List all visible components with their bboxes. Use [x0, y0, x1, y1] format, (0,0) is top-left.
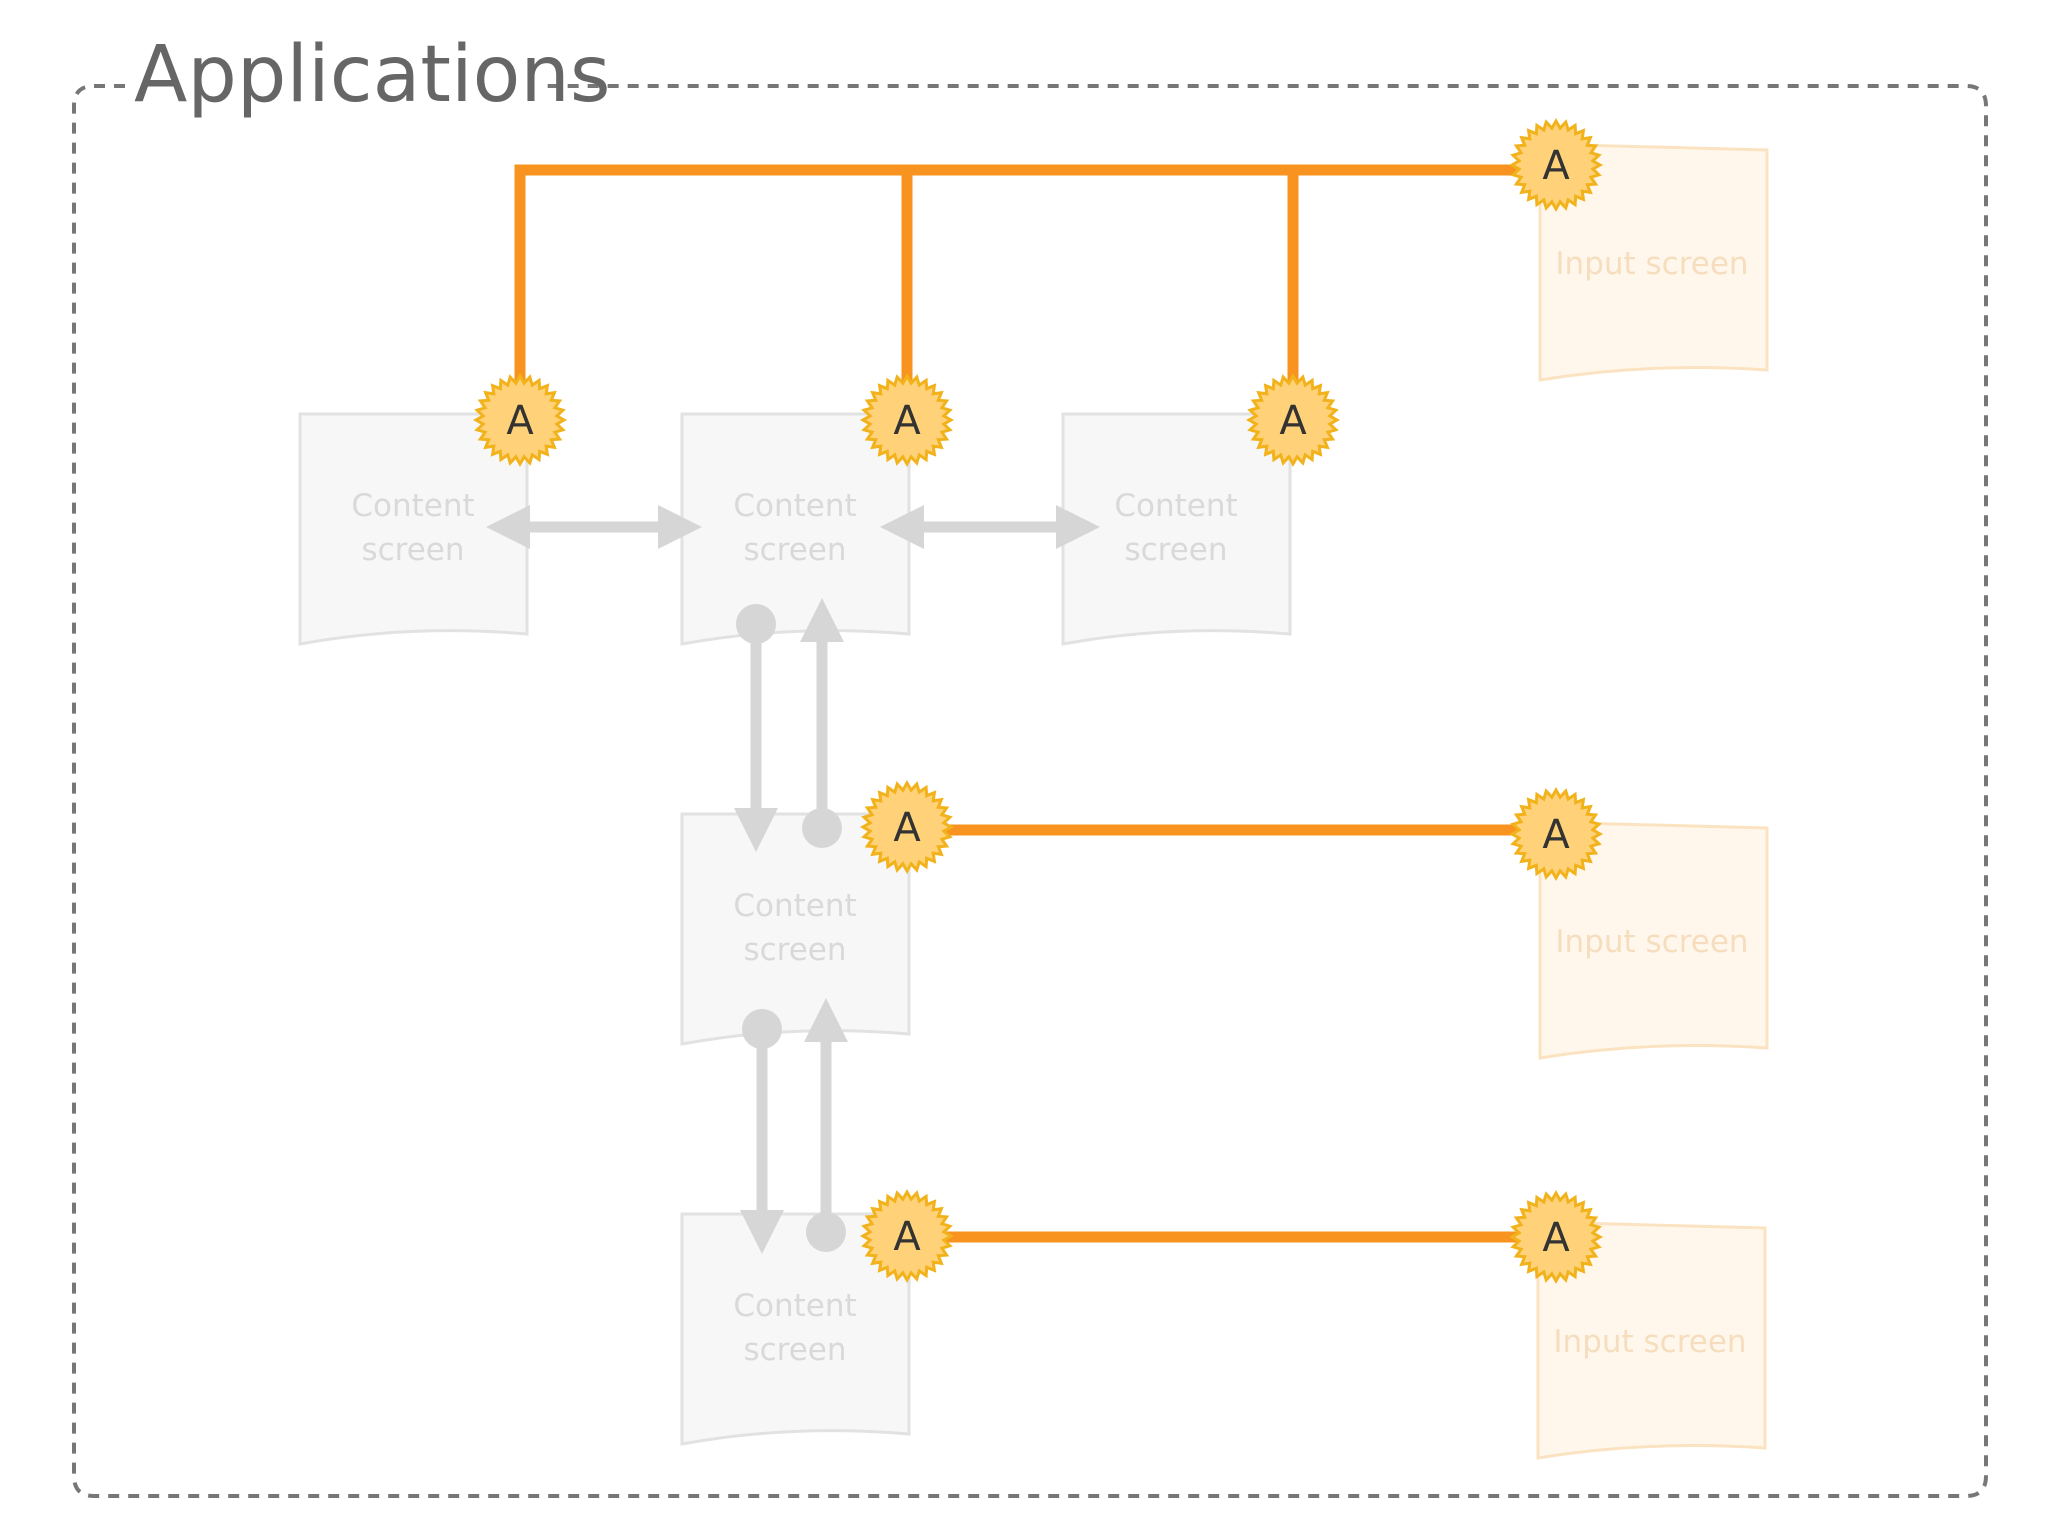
input-screen-sheet — [1538, 142, 1769, 382]
content-screen: Content screen — [680, 412, 911, 646]
action-badge: A — [859, 1188, 955, 1284]
content-screen-sheet — [1061, 412, 1292, 646]
input-screen: Input screen — [1536, 1220, 1767, 1460]
badge-label: A — [1542, 812, 1570, 858]
content-screen-line1: Content — [351, 488, 474, 524]
badge-starburst — [859, 779, 955, 875]
badge-starburst — [1245, 372, 1341, 468]
connector-top-bus — [514, 164, 1548, 382]
content-screen-sheet — [680, 812, 911, 1046]
badge-label: A — [893, 398, 921, 444]
content-screen: Content screen — [680, 812, 911, 1046]
content-screen-line2: screen — [743, 932, 846, 968]
content-screen: Content screen — [1061, 412, 1292, 646]
action-badge: A — [1245, 372, 1341, 468]
input-screen-label: Input screen — [1555, 924, 1748, 960]
badge-label: A — [893, 805, 921, 851]
input-screen: Input screen — [1538, 820, 1769, 1060]
nav-arrow-origin-dot — [736, 604, 776, 644]
badge-label: A — [893, 1214, 921, 1260]
nav-arrow-origin-dot — [802, 808, 842, 848]
badge-starburst — [859, 372, 955, 468]
content-screen-line1: Content — [733, 1288, 856, 1324]
badge-starburst — [859, 1188, 955, 1284]
action-badge: A — [1508, 1189, 1604, 1285]
badge-starburst — [1508, 786, 1604, 882]
content-screen: Content screen — [680, 1212, 911, 1446]
action-badge: A — [472, 372, 568, 468]
content-screen-line1: Content — [1114, 488, 1237, 524]
nav-arrow-origin-dot — [806, 1212, 846, 1252]
applications-frame — [72, 84, 1988, 1498]
content-screen-line2: screen — [1124, 532, 1227, 568]
input-screen-label: Input screen — [1555, 246, 1748, 282]
badge-label: A — [1542, 1215, 1570, 1261]
badge-label: A — [1542, 143, 1570, 189]
content-screen: Content screen — [298, 412, 529, 646]
content-screen-line2: screen — [743, 532, 846, 568]
action-badge: A — [859, 372, 955, 468]
nav-arrow-origin-dot — [742, 1009, 782, 1049]
input-screen: Input screen — [1538, 142, 1769, 382]
content-screen-line1: Content — [733, 488, 856, 524]
content-screen-line1: Content — [733, 888, 856, 924]
action-badge: A — [1508, 786, 1604, 882]
badge-starburst — [1508, 1189, 1604, 1285]
action-badge: A — [1508, 117, 1604, 213]
input-screen-sheet — [1536, 1220, 1767, 1460]
content-screen-sheet — [680, 1212, 911, 1446]
content-screen-line2: screen — [743, 1332, 846, 1368]
badge-label: A — [1279, 398, 1307, 444]
frame-title: Applications — [134, 30, 610, 120]
input-screen-label: Input screen — [1553, 1324, 1746, 1360]
badge-label: A — [506, 398, 534, 444]
content-screen-sheet — [298, 412, 529, 646]
badge-starburst — [472, 372, 568, 468]
badge-starburst — [1508, 117, 1604, 213]
action-badge: A — [859, 779, 955, 875]
input-screen-sheet — [1538, 820, 1769, 1060]
content-screen-line2: screen — [361, 532, 464, 568]
